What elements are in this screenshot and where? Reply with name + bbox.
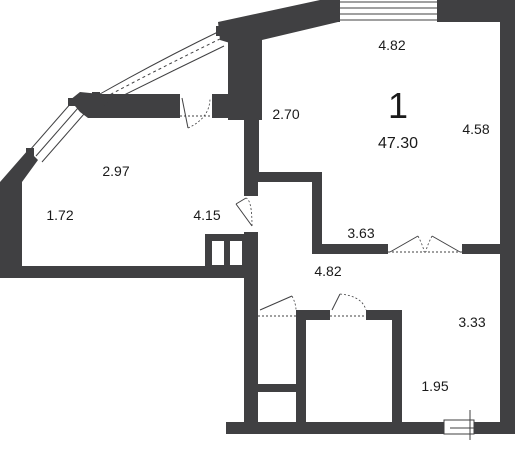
wall-right-outer [500, 0, 515, 432]
windows [26, 0, 500, 440]
window-top-room1 [336, 0, 441, 22]
wall-bath2-top-left [300, 310, 330, 320]
dim-bottom-lower: 1.95 [421, 378, 448, 394]
wall-kitchen-right [244, 116, 258, 196]
window-kitchen-diagonal [26, 98, 85, 163]
wall-bath2-top-right [366, 310, 402, 320]
door-bath-2[interactable] [330, 293, 367, 320]
wall-kitchen-right-lower [244, 232, 258, 278]
dim-hall-width: 4.82 [314, 263, 341, 279]
door-bath-1[interactable] [258, 295, 297, 320]
wall-bath-right [296, 310, 306, 432]
wall-room1-hall-partition-vertical [312, 172, 322, 252]
wall-kitchen-top-right [212, 94, 242, 118]
window-bottom-right [443, 410, 500, 440]
walls [0, 0, 515, 434]
room-area: 47.30 [378, 135, 418, 152]
dim-kitchen-right: 4.15 [193, 207, 220, 223]
door-kitchen-hall[interactable] [235, 196, 258, 232]
utility-cell-2 [230, 241, 242, 265]
door-kitchen-top[interactable] [180, 96, 212, 129]
room-number: 1 [388, 85, 408, 126]
wall-room1-bottom-right [462, 244, 504, 254]
dim-room1-left: 2.70 [272, 106, 299, 122]
dim-room1-bottom: 3.63 [347, 225, 374, 241]
wall-bath2-right [392, 310, 402, 432]
doors [180, 96, 462, 320]
wall-hall-left [244, 270, 258, 432]
dim-top-width: 4.82 [378, 37, 405, 53]
utility-cell-1 [212, 241, 224, 265]
window-bay-top [92, 26, 225, 107]
wall-bath-mid [256, 384, 300, 392]
wall-room1-bottom-left [312, 244, 388, 254]
dim-room1-right: 4.58 [462, 121, 489, 137]
dim-kitchen-top: 2.97 [102, 163, 129, 179]
wall-kitchen-top [100, 94, 180, 118]
wall-kitchen-corner-left [0, 150, 38, 270]
labels: 1 47.30 4.82 2.70 4.58 3.63 2.97 1.72 4.… [46, 37, 489, 394]
wall-top-right [440, 0, 515, 22]
wall-bottom-outer [226, 422, 444, 434]
door-room1-hall[interactable] [388, 235, 462, 254]
wall-room1-hall-partition-top [256, 172, 320, 182]
dim-right-lower: 3.33 [458, 314, 485, 330]
wall-top-diagonal [218, 0, 338, 46]
dim-kitchen-left: 1.72 [46, 207, 73, 223]
wall-kitchen-bottom [0, 266, 258, 278]
